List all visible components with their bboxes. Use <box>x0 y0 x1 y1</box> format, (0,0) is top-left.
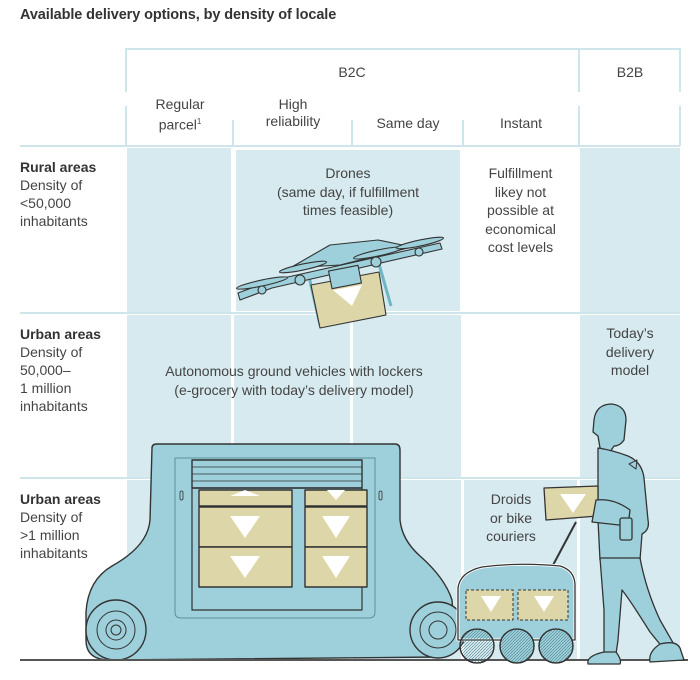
column-header-line: parcel <box>158 116 197 133</box>
cell-text: times feasible) <box>302 202 394 218</box>
cell-rural-b2b <box>580 148 680 312</box>
cell-text: (same day, if fulfillment <box>276 183 420 200</box>
parcel-arrow-icon <box>560 494 586 513</box>
cell-rural-regular <box>127 148 231 312</box>
header-divider <box>679 106 681 146</box>
header-divider <box>462 120 464 146</box>
header-divider <box>578 106 580 146</box>
header-divider <box>232 120 234 146</box>
row-desc: inhabitants <box>20 398 88 414</box>
row-title: Urban areas <box>20 491 101 507</box>
droids-label: Droids or bike couriers <box>464 490 558 546</box>
cell-text: Autonomous ground vehicles with lockers <box>165 363 423 379</box>
chart-title: Available delivery options, by density o… <box>20 7 337 23</box>
row-desc: Density of <box>20 177 83 193</box>
row-label-rural: Rural areas Density of <50,000 inhabitan… <box>20 158 96 230</box>
cell-text: possible at <box>487 202 554 218</box>
cell-text: delivery <box>605 343 655 360</box>
parcel-arrow-icon <box>534 596 554 612</box>
b2b-today-label: Today’s delivery model <box>580 324 680 380</box>
agv-wheel <box>85 599 147 661</box>
rural-instant-label: Fulfillment likey not possible at econom… <box>464 164 577 257</box>
cell-text: Fulfillment <box>488 165 553 181</box>
drones-label: Drones (same day, if fulfillment times f… <box>236 164 460 220</box>
row-desc: 1 million <box>20 380 72 396</box>
cell-text: likey not <box>494 183 547 200</box>
column-header-same-day: Same day <box>376 115 440 131</box>
row-desc: >1 million <box>20 527 80 543</box>
column-header-regular-parcel: Regular parcel1 <box>127 96 233 134</box>
row-title: Urban areas <box>20 326 101 342</box>
column-header-instant: Instant <box>499 115 543 131</box>
drone-illustration <box>236 236 445 329</box>
row-desc: Density of <box>20 509 83 525</box>
cell-text: Droids <box>490 491 532 507</box>
droid-illustration <box>456 521 577 664</box>
header-divider <box>125 106 127 146</box>
column-header-line: reliability <box>265 113 321 129</box>
cell-text: Today’s <box>606 325 654 341</box>
agv-locker <box>198 489 293 588</box>
row-desc: inhabitants <box>20 213 88 229</box>
cell-text: couriers <box>486 528 536 544</box>
cell-text: cost levels <box>487 239 554 255</box>
footnote-marker: 1 <box>196 117 202 126</box>
row-label-urban: Urban areas Density of 50,000– 1 million… <box>20 325 101 415</box>
courier-torso <box>597 447 650 561</box>
row-desc: Density of <box>20 344 83 360</box>
agv-label: Autonomous ground vehicles with lockers … <box>127 362 461 399</box>
column-header-line: High <box>278 96 308 112</box>
row-title: Rural areas <box>20 159 97 175</box>
cell-text: or bike <box>489 509 533 526</box>
column-header-line: Regular <box>155 96 205 112</box>
header-top-line <box>126 48 680 50</box>
header-divider <box>351 120 353 146</box>
row-desc: 50,000– <box>20 362 71 378</box>
courier-legs <box>599 557 677 655</box>
row-label-metro: Urban areas Density of >1 million inhabi… <box>20 490 101 562</box>
header-divider <box>125 48 127 92</box>
row-desc: <50,000 <box>20 195 71 211</box>
parcel-arrow-icon <box>481 596 501 612</box>
row-desc: inhabitants <box>20 545 88 561</box>
group-header-b2c: B2C <box>338 64 366 80</box>
courier-head <box>592 403 627 453</box>
cell-urban-instant <box>464 315 577 477</box>
cell-urban-b2b <box>580 315 680 477</box>
parcel-arrow-icon <box>333 285 362 306</box>
cell-text: economical <box>485 220 556 237</box>
agv-locker <box>304 489 368 588</box>
group-header-b2b: B2B <box>616 64 644 80</box>
column-header-high-reliability: High reliability <box>234 96 352 130</box>
cell-rural-instant <box>464 148 577 312</box>
cell-text: model <box>610 362 650 378</box>
header-divider <box>679 48 681 92</box>
header-divider <box>578 48 580 92</box>
header-bottom-line <box>20 145 680 147</box>
agv-wheel <box>409 601 467 659</box>
cell-text: Drones <box>325 165 371 181</box>
cell-text: (e-grocery with today’s delivery model) <box>174 381 414 398</box>
agv-illustration <box>85 443 467 661</box>
courier-illustration <box>543 403 685 665</box>
